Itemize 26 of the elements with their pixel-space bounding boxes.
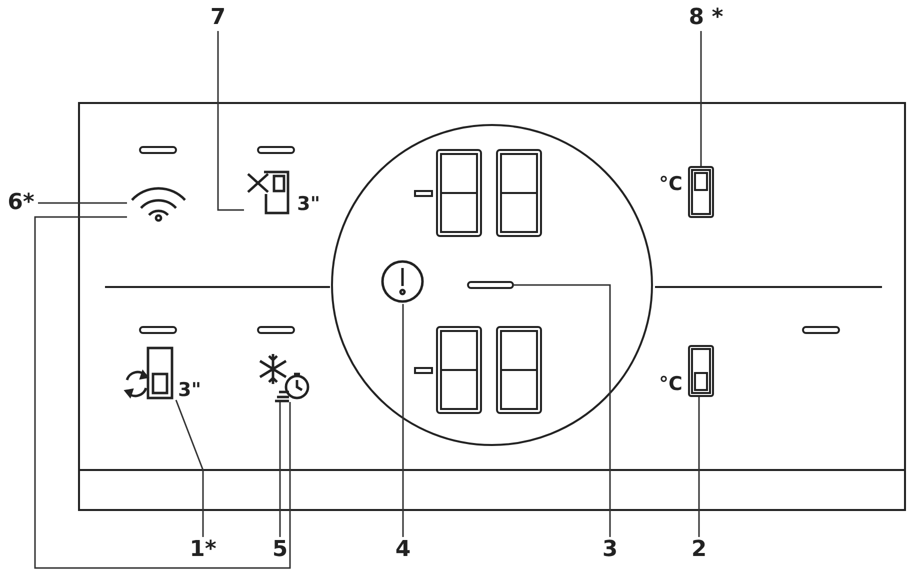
leader-line	[402, 304, 404, 537]
fridge-cycle-icon	[122, 346, 176, 400]
callout-number: 1*	[186, 537, 220, 563]
compartment-indicator	[688, 166, 714, 218]
callout-number: 5	[270, 537, 290, 563]
leader-line	[175, 400, 204, 537]
warning-icon	[380, 259, 425, 304]
leader-line	[217, 31, 244, 211]
compartment-indicator	[688, 345, 714, 397]
callout-number: 8 *	[686, 5, 726, 31]
indicator-bar	[467, 281, 514, 289]
unit-label: °C	[659, 173, 682, 195]
callout-number: 7	[208, 5, 228, 31]
duration-label: 3"	[178, 379, 202, 401]
callout-number: 6*	[4, 190, 38, 216]
unit-label: °C	[659, 373, 682, 395]
callout-number: 2	[689, 537, 709, 563]
callout-number: 4	[393, 537, 413, 563]
leader-line	[700, 31, 702, 166]
leader-line	[514, 284, 611, 537]
duration-label: 3"	[297, 193, 320, 215]
callout-number: 3	[600, 537, 620, 563]
leader-line	[34, 216, 291, 569]
leader-line	[38, 202, 127, 204]
leader-line	[279, 402, 281, 537]
leader-line	[698, 397, 700, 537]
